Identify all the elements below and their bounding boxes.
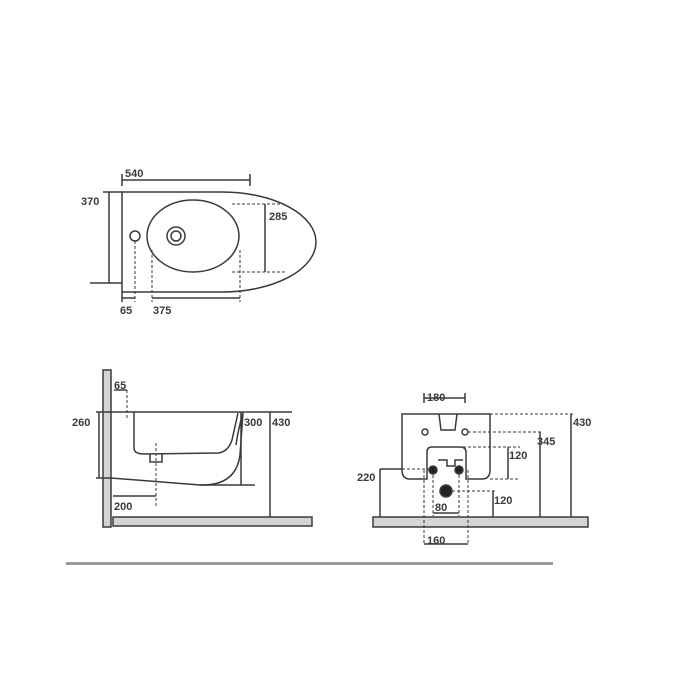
tap-hole bbox=[129, 230, 141, 242]
front-view bbox=[372, 393, 589, 545]
label-120-lower: 120 bbox=[494, 495, 512, 507]
front-floor bbox=[372, 516, 589, 528]
drain-outlet bbox=[439, 484, 453, 498]
label-65-top: 65 bbox=[120, 305, 132, 317]
top-drain bbox=[166, 226, 186, 246]
label-160: 160 bbox=[427, 535, 445, 547]
label-430-side: 430 bbox=[272, 417, 290, 429]
front-body-outline bbox=[401, 413, 491, 480]
top-bowl bbox=[146, 199, 240, 273]
label-120-upper: 120 bbox=[509, 450, 527, 462]
top-drain-inner bbox=[170, 230, 182, 242]
label-345: 345 bbox=[537, 436, 555, 448]
side-body-outline bbox=[110, 412, 244, 486]
label-65-side: 65 bbox=[114, 380, 126, 392]
label-375: 375 bbox=[153, 305, 171, 317]
label-370: 370 bbox=[81, 196, 99, 208]
top-view bbox=[90, 174, 317, 302]
bottom-rule bbox=[66, 562, 553, 565]
label-200: 200 bbox=[114, 501, 132, 513]
label-260: 260 bbox=[72, 417, 90, 429]
top-body-outline bbox=[121, 191, 317, 293]
label-430-front: 430 bbox=[573, 417, 591, 429]
side-bowl bbox=[133, 412, 239, 455]
fixing-point-left bbox=[428, 465, 438, 475]
label-80: 80 bbox=[435, 502, 447, 514]
side-view bbox=[96, 369, 313, 528]
label-540: 540 bbox=[125, 168, 143, 180]
side-floor bbox=[112, 516, 313, 527]
fixing-point-right bbox=[454, 465, 464, 475]
wall bbox=[102, 369, 112, 528]
label-180: 180 bbox=[427, 392, 445, 404]
label-300: 300 bbox=[244, 417, 262, 429]
label-220: 220 bbox=[357, 472, 375, 484]
label-285: 285 bbox=[269, 211, 287, 223]
